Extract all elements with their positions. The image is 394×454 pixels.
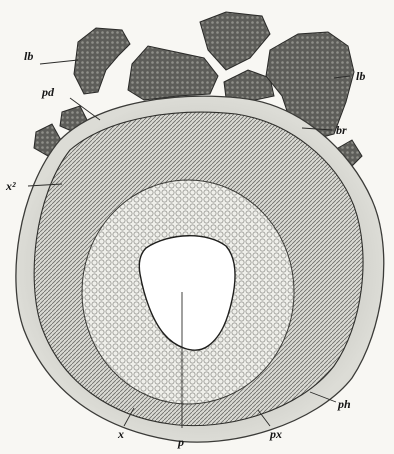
label-primary-xylem: px [269, 427, 282, 441]
label-pith: p [177, 435, 184, 449]
label-periderm: pd [41, 85, 55, 99]
label-lenticel-bark-right: lb [356, 69, 365, 83]
label-phloem: ph [337, 397, 351, 411]
label-xylem: x [117, 427, 124, 441]
label-bark: br [336, 123, 347, 137]
label-secondary-xylem: x² [5, 179, 16, 193]
label-lenticel-bark-left: lb [24, 49, 33, 63]
